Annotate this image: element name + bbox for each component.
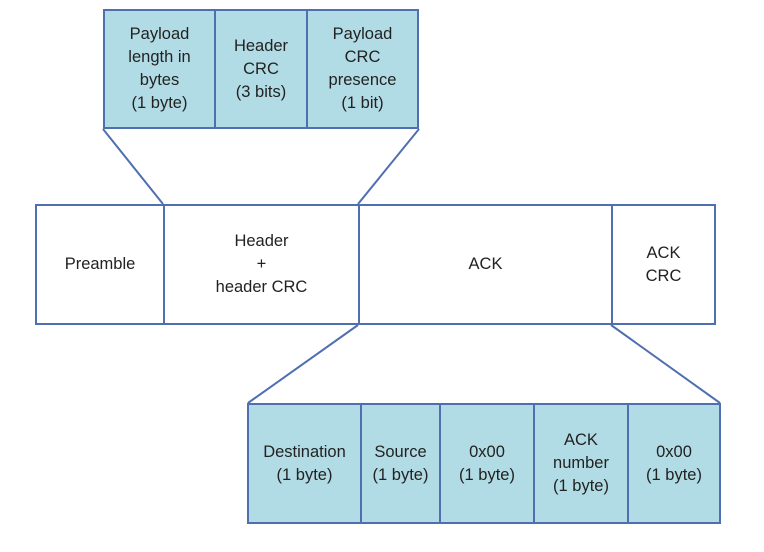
header-zoom-left-line bbox=[102, 128, 164, 205]
padding-label-1: 0x00 (1 byte) bbox=[459, 442, 515, 484]
ack-zoom-left-line bbox=[247, 324, 359, 404]
header-label: Header + header CRC bbox=[215, 232, 308, 296]
ack-detail-fields: Destination (1 byte) Source (1 byte) 0x0… bbox=[247, 403, 721, 524]
destination-field: Destination (1 byte) bbox=[249, 405, 362, 522]
padding-label-2: 0x00 (1 byte) bbox=[646, 442, 702, 484]
payload-crc-presence-label: Payload CRC presence (1 bit) bbox=[328, 25, 397, 112]
ack-crc-field: ACK CRC bbox=[613, 206, 714, 323]
header-zoom-right-line bbox=[357, 128, 420, 205]
ack-field: ACK bbox=[360, 206, 613, 323]
ack-number-field: ACK number (1 byte) bbox=[535, 405, 629, 522]
ack-crc-label: ACK CRC bbox=[645, 243, 682, 285]
ack-zoom-right-line bbox=[610, 324, 721, 404]
ack-number-label: ACK number (1 byte) bbox=[553, 431, 609, 495]
ack-label: ACK bbox=[468, 255, 503, 273]
padding-field-1: 0x00 (1 byte) bbox=[441, 405, 535, 522]
destination-label: Destination (1 byte) bbox=[263, 442, 346, 484]
preamble-label: Preamble bbox=[64, 255, 136, 273]
payload-length-label: Payload length in bytes (1 byte) bbox=[128, 25, 191, 112]
preamble-field: Preamble bbox=[37, 206, 165, 323]
header-field: Header + header CRC bbox=[165, 206, 360, 323]
ack-frame: Preamble Header + header CRC ACK ACK CRC bbox=[35, 204, 716, 325]
payload-crc-presence-field: Payload CRC presence (1 bit) bbox=[308, 11, 417, 127]
header-crc-field: Header CRC (3 bits) bbox=[216, 11, 308, 127]
payload-length-field: Payload length in bytes (1 byte) bbox=[105, 11, 216, 127]
padding-field-2: 0x00 (1 byte) bbox=[629, 405, 719, 522]
header-detail-fields: Payload length in bytes (1 byte) Header … bbox=[103, 9, 419, 129]
source-field: Source (1 byte) bbox=[362, 405, 441, 522]
source-label: Source (1 byte) bbox=[372, 442, 429, 484]
header-crc-label: Header CRC (3 bits) bbox=[233, 36, 289, 101]
